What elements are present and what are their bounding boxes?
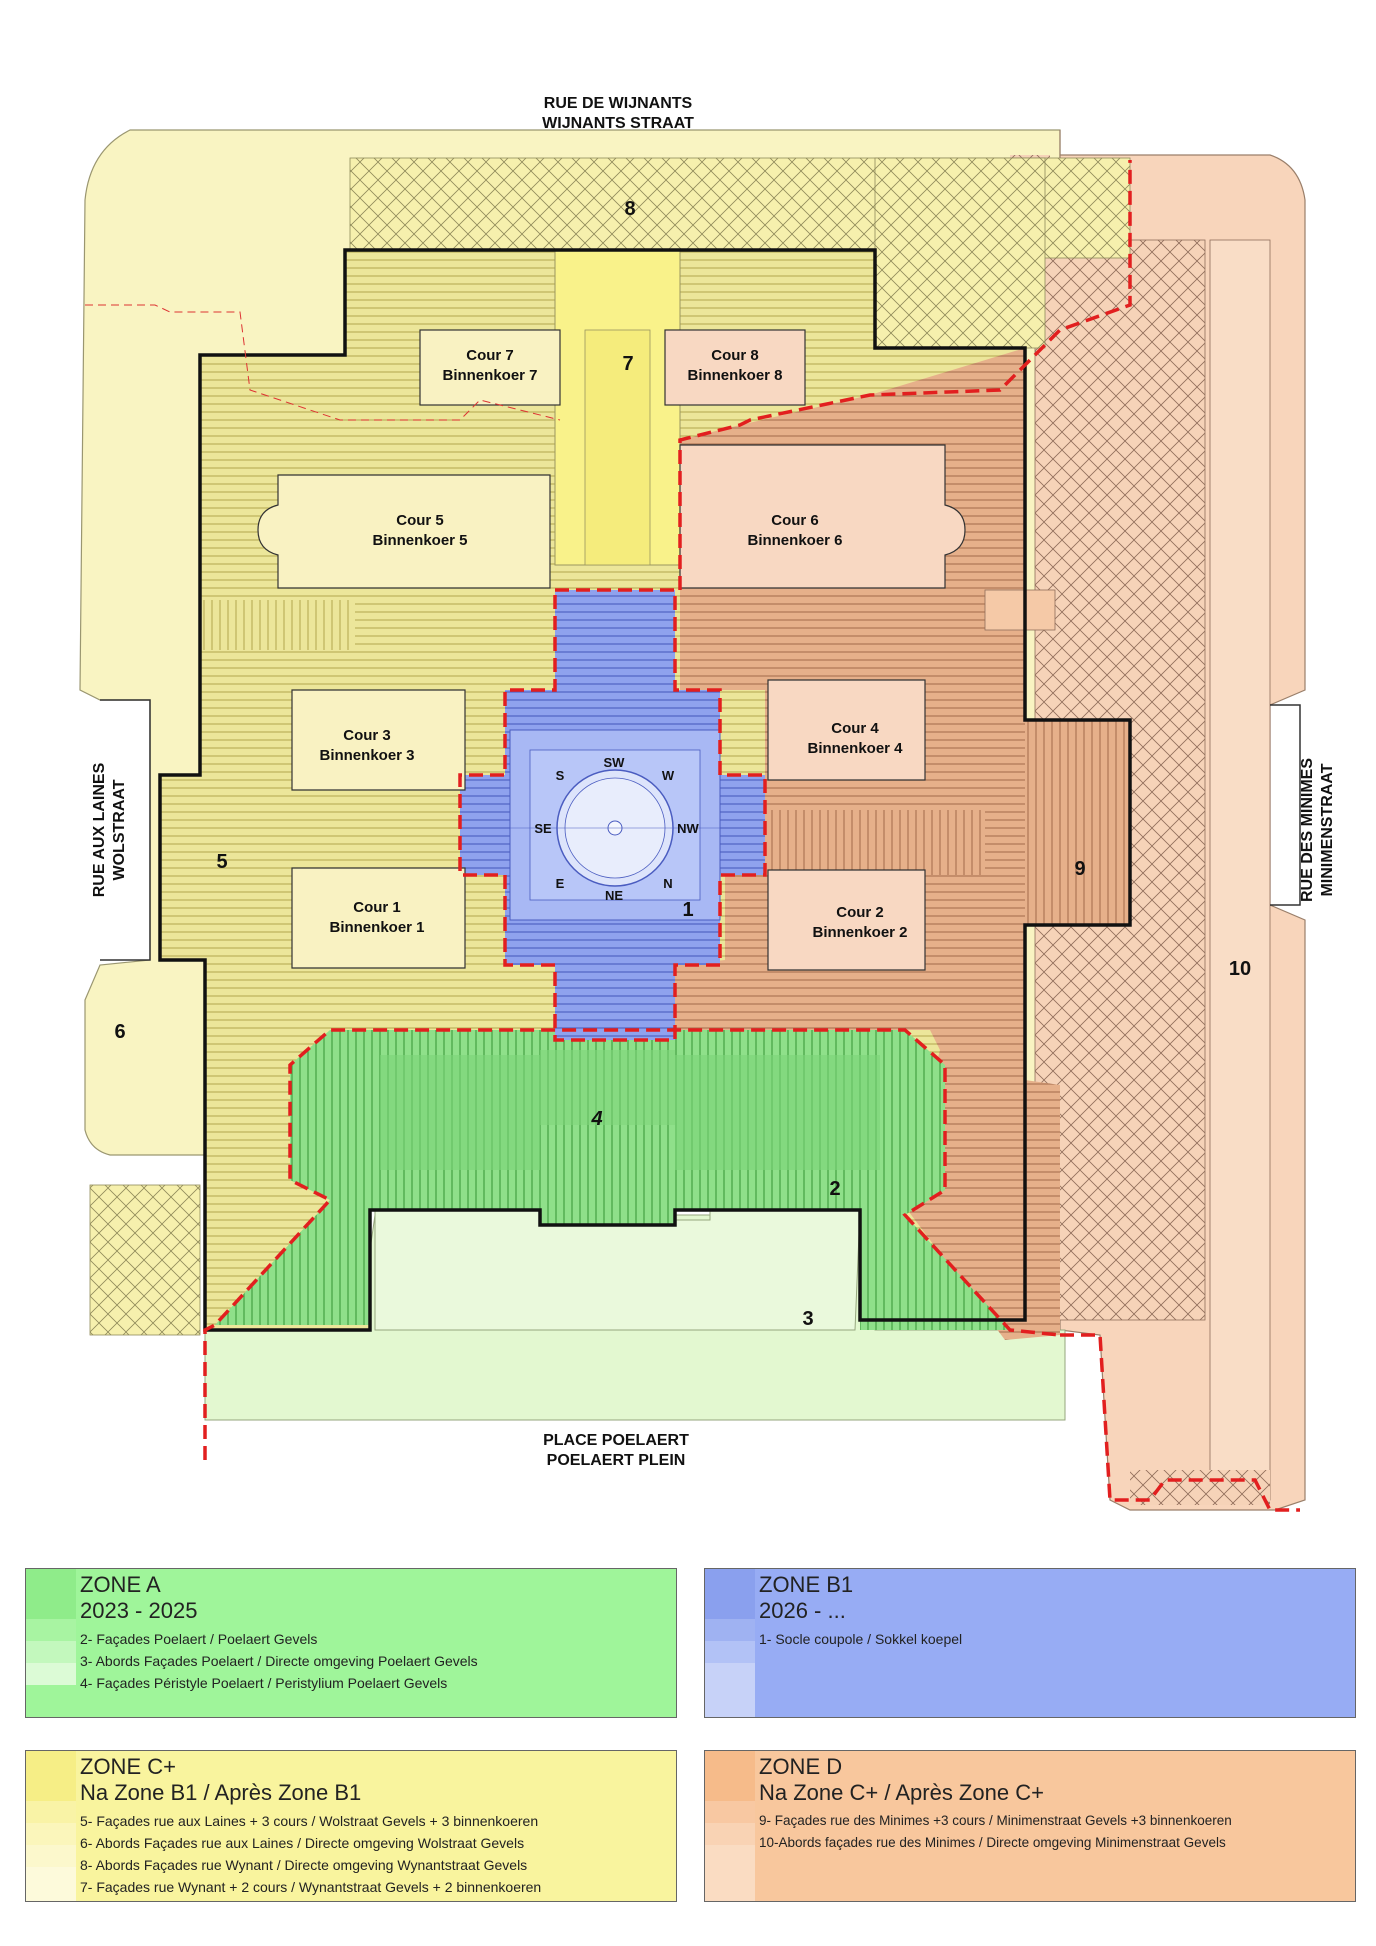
- courtyard-3-label-fr: Cour 3: [343, 727, 391, 744]
- street-east-nl: MINIMENSTRAAT: [1319, 763, 1336, 896]
- legend-zone-b1-swatch: [705, 1569, 755, 1717]
- street-south-nl: POELAERT PLEIN: [547, 1452, 686, 1469]
- legend-zone-d-item-9: 9- Façades rue des Minimes +3 cours / Mi…: [759, 1813, 1232, 1828]
- legend-zone-c: ZONE C+ Na Zone B1 / Après Zone B1 5- Fa…: [25, 1750, 677, 1902]
- compass-w: W: [662, 768, 675, 783]
- legend-zone-b1-item-1: 1- Socle coupole / Sokkel koepel: [759, 1631, 963, 1647]
- legend-zone-c-item-6: 6- Abords Façades rue aux Laines / Direc…: [80, 1835, 525, 1851]
- courtyard-7: [419, 329, 561, 406]
- area-number-5: 5: [216, 851, 227, 873]
- site-plan: RUE DE WIJNANTS WIJNANTS STRAAT PLACE PO…: [79, 95, 1336, 1512]
- legend-zone-d-period: Na Zone C+ / Après Zone C+: [759, 1780, 1044, 1805]
- courtyard-6: [679, 444, 966, 589]
- street-west-fr: RUE AUX LAINES: [91, 762, 108, 897]
- courtyard-5: [257, 474, 551, 589]
- street-east-fr: RUE DES MINIMES: [1299, 758, 1316, 902]
- courtyard-2: [767, 869, 926, 971]
- courtyard-8-label-fr: Cour 8: [711, 347, 759, 364]
- legend-zone-d-swatch: [705, 1751, 755, 1901]
- legend-zone-c-item-8: 8- Abords Façades rue Wynant / Directe o…: [80, 1857, 528, 1873]
- courtyard-1-label-nl: Binnenkoer 1: [329, 919, 424, 936]
- courtyards: [257, 329, 966, 971]
- area-number-7: 7: [622, 353, 633, 375]
- courtyard-6-label-nl: Binnenkoer 6: [747, 532, 842, 549]
- legend-zone-c-item-7: 7- Façades rue Wynant + 2 cours / Wynant…: [80, 1879, 542, 1895]
- legend-zone-b1-title: ZONE B1: [759, 1572, 854, 1597]
- street-south-fr: PLACE POELAERT: [543, 1432, 689, 1449]
- legend-zone-a-title: ZONE A: [80, 1572, 161, 1597]
- street-north-fr: RUE DE WIJNANTS: [544, 95, 693, 112]
- legend-zone-d-title: ZONE D: [759, 1754, 843, 1779]
- legend-zone-d-item-10: 10-Abords façades rue des Minimes / Dire…: [759, 1835, 1226, 1850]
- courtyard-2-label-fr: Cour 2: [836, 904, 884, 921]
- courtyard-5-label-nl: Binnenkoer 5: [372, 532, 467, 549]
- compass-sw: SW: [604, 755, 626, 770]
- courtyard-2-label-nl: Binnenkoer 2: [812, 924, 907, 941]
- compass-n: N: [663, 876, 672, 891]
- courtyard-8-label-nl: Binnenkoer 8: [687, 367, 782, 384]
- compass-ne: NE: [605, 888, 623, 903]
- street-west-nl: WOLSTRAAT: [111, 779, 128, 880]
- legend-zone-a-item-2: 2- Façades Poelaert / Poelaert Gevels: [80, 1631, 318, 1647]
- legend-zone-a-period: 2023 - 2025: [80, 1598, 198, 1623]
- courtyard-3: [291, 689, 466, 791]
- courtyard-5-label-fr: Cour 5: [396, 512, 444, 529]
- compass-s: S: [556, 768, 565, 783]
- area-number-1: 1: [682, 899, 693, 921]
- legend-zone-c-title: ZONE C+: [80, 1754, 176, 1779]
- compass-e: E: [556, 876, 565, 891]
- legend-zone-b1: ZONE B1 2026 - ... 1- Socle coupole / So…: [704, 1568, 1356, 1718]
- courtyard-4-label-nl: Binnenkoer 4: [807, 740, 903, 757]
- courtyard-4: [767, 679, 926, 781]
- courtyard-1: [291, 867, 466, 969]
- legend-zone-a-swatch: [26, 1569, 76, 1717]
- area-number-4: 4: [590, 1108, 602, 1130]
- compass-nw: NW: [677, 821, 699, 836]
- area-number-9: 9: [1074, 858, 1085, 880]
- legend-zone-c-item-5: 5- Façades rue aux Laines + 3 cours / Wo…: [80, 1813, 539, 1829]
- courtyard-6-label-fr: Cour 6: [771, 512, 819, 529]
- compass-se: SE: [534, 821, 552, 836]
- area-number-6: 6: [114, 1021, 125, 1043]
- legend-zone-a-item-3: 3- Abords Façades Poelaert / Directe omg…: [80, 1653, 478, 1669]
- street-north-nl: WIJNANTS STRAAT: [542, 115, 694, 132]
- courtyard-4-label-fr: Cour 4: [831, 720, 879, 737]
- building-outline: [158, 248, 1132, 1332]
- legend-zone-c-swatch: [26, 1751, 76, 1901]
- courtyard-3-label-nl: Binnenkoer 3: [319, 747, 414, 764]
- courtyard-8: [664, 329, 806, 406]
- legend-zone-a-item-4: 4- Façades Péristyle Poelaert / Peristyl…: [80, 1675, 448, 1691]
- legend-zone-b1-period: 2026 - ...: [759, 1598, 846, 1623]
- courtyard-1-label-fr: Cour 1: [353, 899, 401, 916]
- area-number-10: 10: [1229, 958, 1251, 980]
- legend-zone-c-period: Na Zone B1 / Après Zone B1: [80, 1780, 362, 1805]
- area-number-8: 8: [624, 198, 635, 220]
- legend-zone-d: ZONE D Na Zone C+ / Après Zone C+ 9- Faç…: [704, 1750, 1356, 1902]
- area-number-3: 3: [802, 1308, 813, 1330]
- zone-boundaries: [203, 160, 1300, 1512]
- courtyard-7-label-fr: Cour 7: [466, 347, 514, 364]
- area-number-2: 2: [829, 1178, 840, 1200]
- courtyard-7-label-nl: Binnenkoer 7: [442, 367, 537, 384]
- legend-zone-a: ZONE A 2023 - 2025 2- Façades Poelaert /…: [25, 1568, 677, 1718]
